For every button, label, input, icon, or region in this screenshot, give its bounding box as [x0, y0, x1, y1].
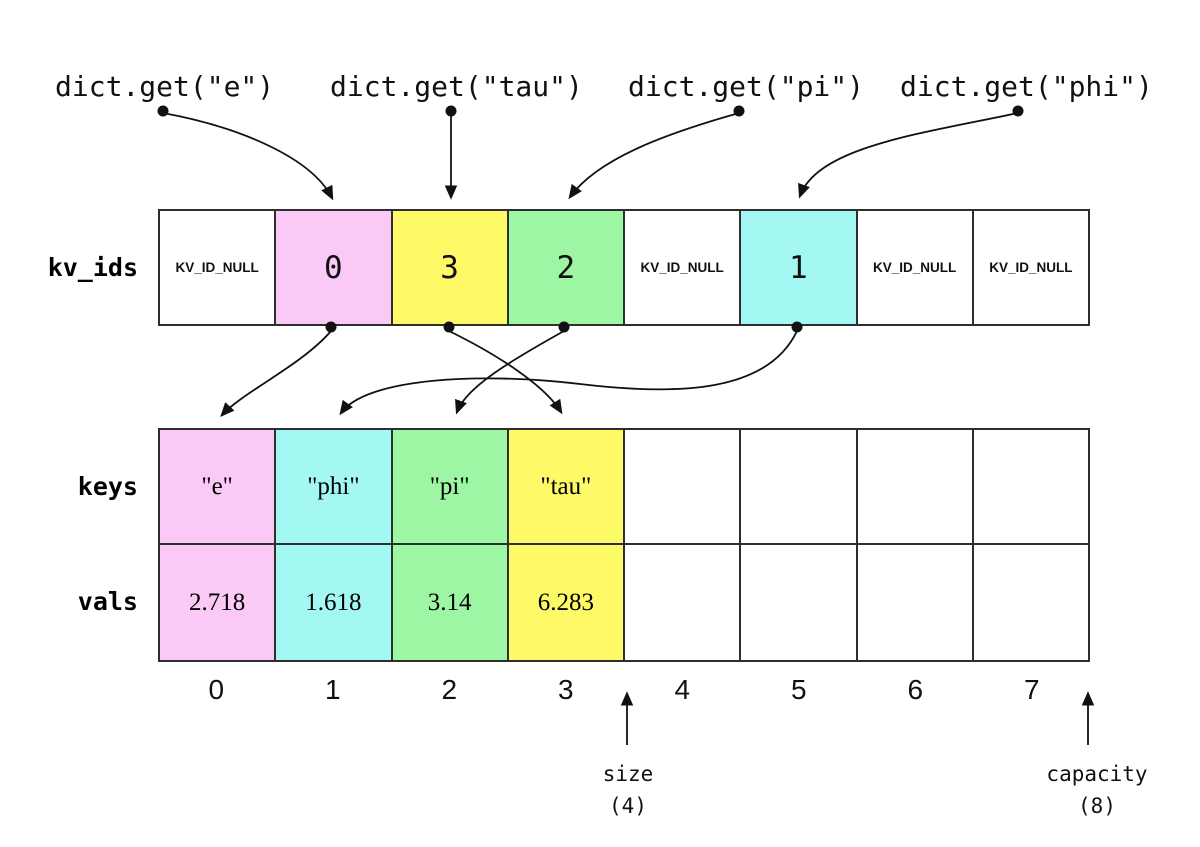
keys-cell-3: "tau" — [506, 428, 625, 545]
vals-cell-6 — [855, 543, 974, 662]
slot-index-1: 1 — [324, 674, 341, 705]
kv-id-value: KV_ID_NULL — [640, 260, 724, 275]
slot-index-7: 7 — [1023, 674, 1040, 705]
kv-id-value: KV_ID_NULL — [989, 260, 1073, 275]
vals-cell-0: 2.718 — [158, 543, 277, 662]
arrow-get-e-to-slot1 — [162, 112, 334, 201]
arrow-id0-to-keys0 — [220, 330, 332, 417]
anchor-dot-get-e — [157, 105, 169, 117]
slot-index-3: 3 — [557, 674, 574, 705]
val-value: 2.718 — [189, 588, 246, 616]
keys-row: "e" "phi" "pi" "tau" — [158, 428, 1090, 545]
slot-index-row: 0 1 2 3 4 5 6 7 — [158, 672, 1090, 708]
slot-index-4: 4 — [674, 674, 691, 705]
keys-row-label: keys — [77, 472, 138, 501]
kv-ids-cell-5: 1 — [739, 209, 858, 326]
key-value: "e" — [201, 472, 233, 500]
call-label-get-tau: dict.get("tau") — [330, 70, 583, 103]
slot-index-0: 0 — [208, 674, 225, 705]
size-label: size — [602, 762, 654, 786]
kv-ids-cell-2: 3 — [390, 209, 509, 326]
keys-cell-7 — [971, 428, 1090, 545]
capacity-value: (8) — [1078, 794, 1116, 818]
kv-ids-cell-0: KV_ID_NULL — [158, 209, 277, 326]
vals-row-label: vals — [77, 587, 138, 616]
arrow-id2-to-keys2 — [455, 330, 565, 415]
key-value: "pi" — [429, 472, 470, 500]
arrow-id1-to-keys1 — [339, 330, 798, 416]
size-value: (4) — [609, 794, 647, 818]
slot-index-6: 6 — [907, 674, 924, 705]
keys-cell-2: "pi" — [390, 428, 509, 545]
kv-id-value: KV_ID_NULL — [872, 260, 957, 275]
arrow-get-phi-to-slot5 — [798, 112, 1019, 199]
keys-cell-5 — [739, 428, 858, 545]
kv-id-value: KV_ID_NULL — [175, 260, 259, 275]
capacity-label: capacity — [1046, 762, 1148, 786]
kv-id-value: 3 — [440, 249, 459, 286]
slot-index-5: 5 — [790, 674, 807, 705]
arrow-id3-to-keys3 — [448, 330, 563, 415]
vals-row: 2.718 1.618 3.14 6.283 — [158, 543, 1090, 662]
call-label-get-pi: dict.get("pi") — [628, 70, 865, 103]
kv-ids-cell-4: KV_ID_NULL — [623, 209, 742, 326]
kv-id-value: 1 — [789, 249, 808, 286]
kv-ids-row: KV_ID_NULL 0 3 2 KV_ID_NULL 1 KV_ID_NULL… — [158, 209, 1090, 326]
anchor-dot-get-tau — [445, 105, 457, 117]
vals-cell-1: 1.618 — [274, 543, 393, 662]
vals-cell-2: 3.14 — [390, 543, 509, 662]
vals-cell-4 — [623, 543, 742, 662]
val-value: 1.618 — [305, 588, 362, 616]
keys-cell-1: "phi" — [274, 428, 393, 545]
vals-cell-5 — [739, 543, 858, 662]
call-label-get-phi: dict.get("phi") — [900, 70, 1153, 103]
keys-cell-4 — [623, 428, 742, 545]
arrow-get-pi-to-slot3 — [568, 112, 740, 200]
keys-cell-6 — [855, 428, 974, 545]
key-value: "tau" — [540, 472, 592, 500]
kv-ids-cell-6: KV_ID_NULL — [855, 209, 974, 326]
anchor-dot-get-phi — [1012, 105, 1024, 117]
val-value: 6.283 — [537, 588, 594, 616]
kv-id-value: 0 — [324, 249, 343, 286]
key-value: "phi" — [307, 472, 360, 500]
kv-ids-cell-3: 2 — [506, 209, 625, 326]
call-label-get-e: dict.get("e") — [55, 70, 275, 103]
val-value: 3.14 — [427, 588, 472, 616]
keys-cell-0: "e" — [158, 428, 277, 545]
kv-id-value: 2 — [556, 249, 576, 286]
anchor-dot-get-pi — [733, 105, 745, 117]
vals-cell-7 — [971, 543, 1090, 662]
kv-ids-cell-7: KV_ID_NULL — [971, 209, 1090, 326]
kv-ids-row-label: kv_ids — [47, 253, 138, 282]
slot-index-2: 2 — [441, 674, 458, 705]
vals-cell-3: 6.283 — [506, 543, 625, 662]
kv-ids-cell-1: 0 — [274, 209, 393, 326]
